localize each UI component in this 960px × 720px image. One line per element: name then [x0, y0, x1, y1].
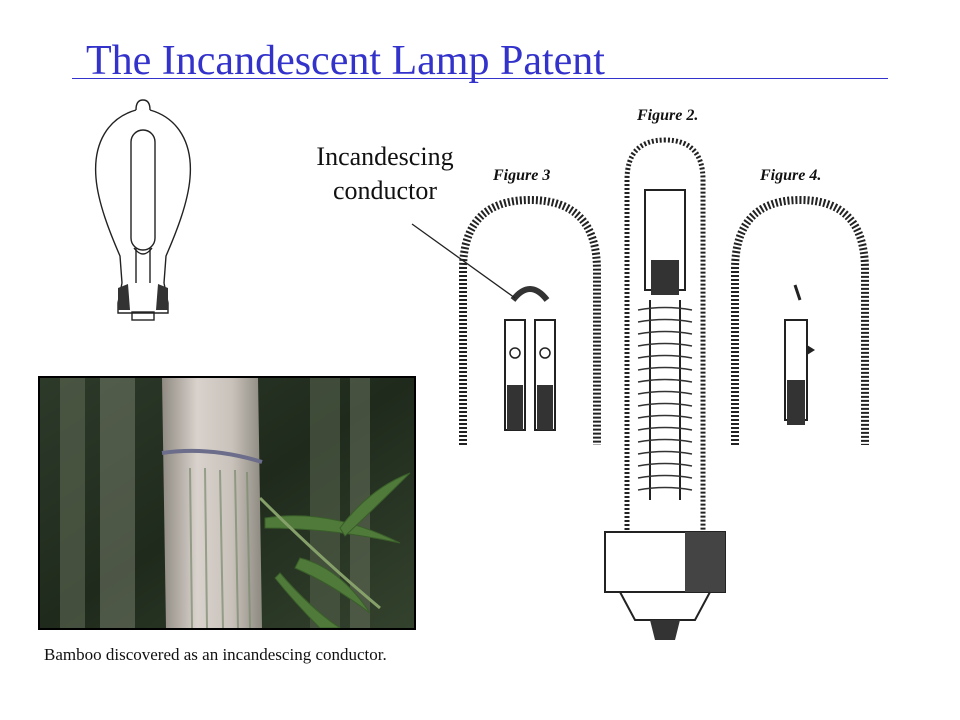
figure-3-label: Figure 3 [492, 167, 550, 184]
lamp-bulb-drawing [94, 99, 192, 321]
title-underline [72, 78, 888, 79]
callout-line-1: Incandescing [316, 142, 454, 171]
patent-figures-drawing: Figure 2. Figure 3 Figure 4. [459, 107, 869, 640]
figure-2 [604, 137, 726, 640]
bamboo-photo [38, 376, 416, 630]
figure-4 [731, 195, 869, 445]
slide-title: The Incandescent Lamp Patent [86, 38, 605, 84]
callout-line-2: conductor [333, 175, 437, 205]
figure-2-label: Figure 2. [636, 107, 698, 124]
callout-label: Incandescing conductor [290, 140, 480, 208]
bamboo-photo-art [40, 378, 414, 628]
figure-4-label: Figure 4. [759, 167, 821, 184]
photo-caption: Bamboo discovered as an incandescing con… [44, 645, 387, 664]
figure-3 [459, 195, 601, 445]
